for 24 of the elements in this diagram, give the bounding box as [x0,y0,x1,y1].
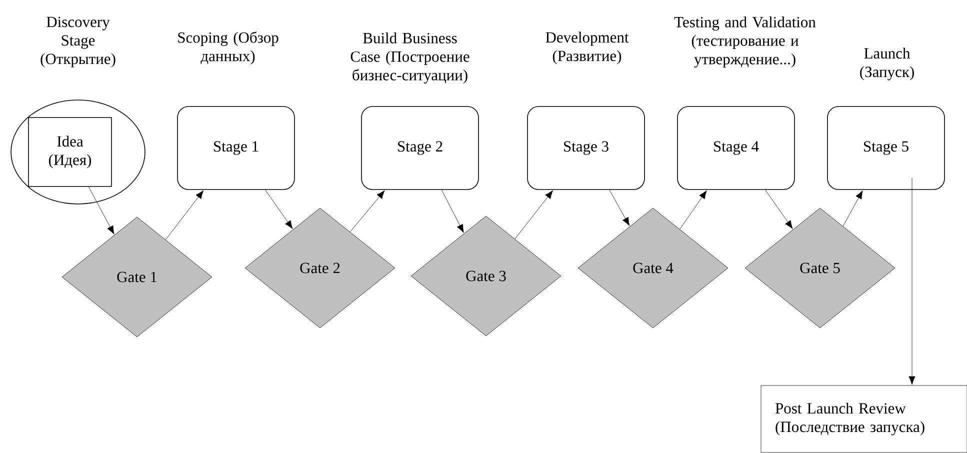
stage-heading: Launch (Запуск) [860,48,914,80]
stage-box: Stage 3 [527,106,645,190]
arrow [609,190,630,226]
arrow [350,190,385,232]
arrow [680,190,707,230]
arrow [765,190,793,229]
stage-heading: Discovery Stage (Открытие) [40,16,116,68]
arrow [165,190,204,240]
stage-heading: Build Business Case (Построение бизнес-ситуации) [350,32,470,84]
arrow [88,186,114,234]
arrow [908,178,916,385]
arrow [441,190,464,233]
stage-box: Stage 5 [827,106,945,190]
stage-box: Stage 4 [677,106,795,190]
review-box: Post Launch Review (Последствие запуска) [760,385,967,453]
arrow [265,190,293,229]
arrow [842,190,863,226]
stage-heading: Development (Развитие) [546,32,629,64]
stage-heading: Scoping (Обзор данных) [178,32,278,64]
stage-heading: Testing and Validation (тестирование и утверждение...) [674,16,816,68]
stage-box: Stage 2 [361,106,479,190]
idea-box: Idea (Идея) [28,117,112,187]
stage-box: Stage 1 [177,106,295,190]
arrow [514,190,553,240]
